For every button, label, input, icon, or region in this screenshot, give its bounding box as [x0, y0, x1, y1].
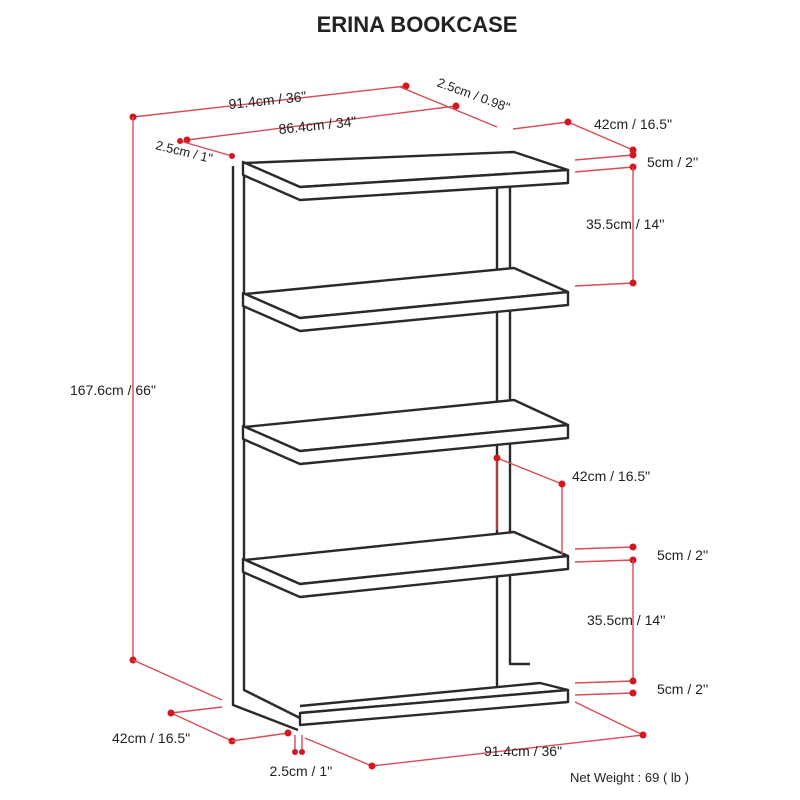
shelf-thickness-1-label: 5cm / 2'' [647, 154, 698, 170]
height-label: 167.6cm / 66" [70, 382, 156, 398]
net-weight-label: Net Weight : 69 ( lb ) [570, 770, 689, 785]
depth-bl-label: 42cm / 16.5" [112, 730, 190, 746]
gap-2-label: 35.5cm / 14'' [587, 612, 666, 628]
gap-1-label: 35.5cm / 14'' [586, 216, 665, 232]
side-thickness-tr-label: 2.5cm / 0.98" [435, 75, 512, 115]
shelf-1 [241, 150, 570, 202]
leg-thickness-label: 2.5cm / 1'' [270, 763, 333, 779]
shelf-4 [241, 530, 570, 599]
shelf-depth-mid-label: 42cm / 16.5" [572, 468, 650, 484]
shelf-2 [241, 266, 570, 333]
top-width-label: 91.4cm / 36" [228, 88, 307, 112]
shelf-3 [241, 398, 570, 466]
base-shelf [298, 681, 570, 727]
inner-width-label: 86.4cm / 34" [278, 113, 357, 137]
bottom-width-label: 91.4cm / 36" [484, 743, 562, 759]
left-frame [231, 166, 301, 732]
bookcase-drawing [231, 150, 570, 732]
shelf-thickness-3-label: 5cm / 2'' [657, 681, 708, 697]
dimension-lines [129, 82, 647, 770]
shelf-thickness-2-label: 5cm / 2'' [657, 547, 708, 563]
depth-tr-label: 42cm / 16.5" [594, 116, 672, 132]
diagram-title: ERINA BOOKCASE [317, 12, 518, 37]
